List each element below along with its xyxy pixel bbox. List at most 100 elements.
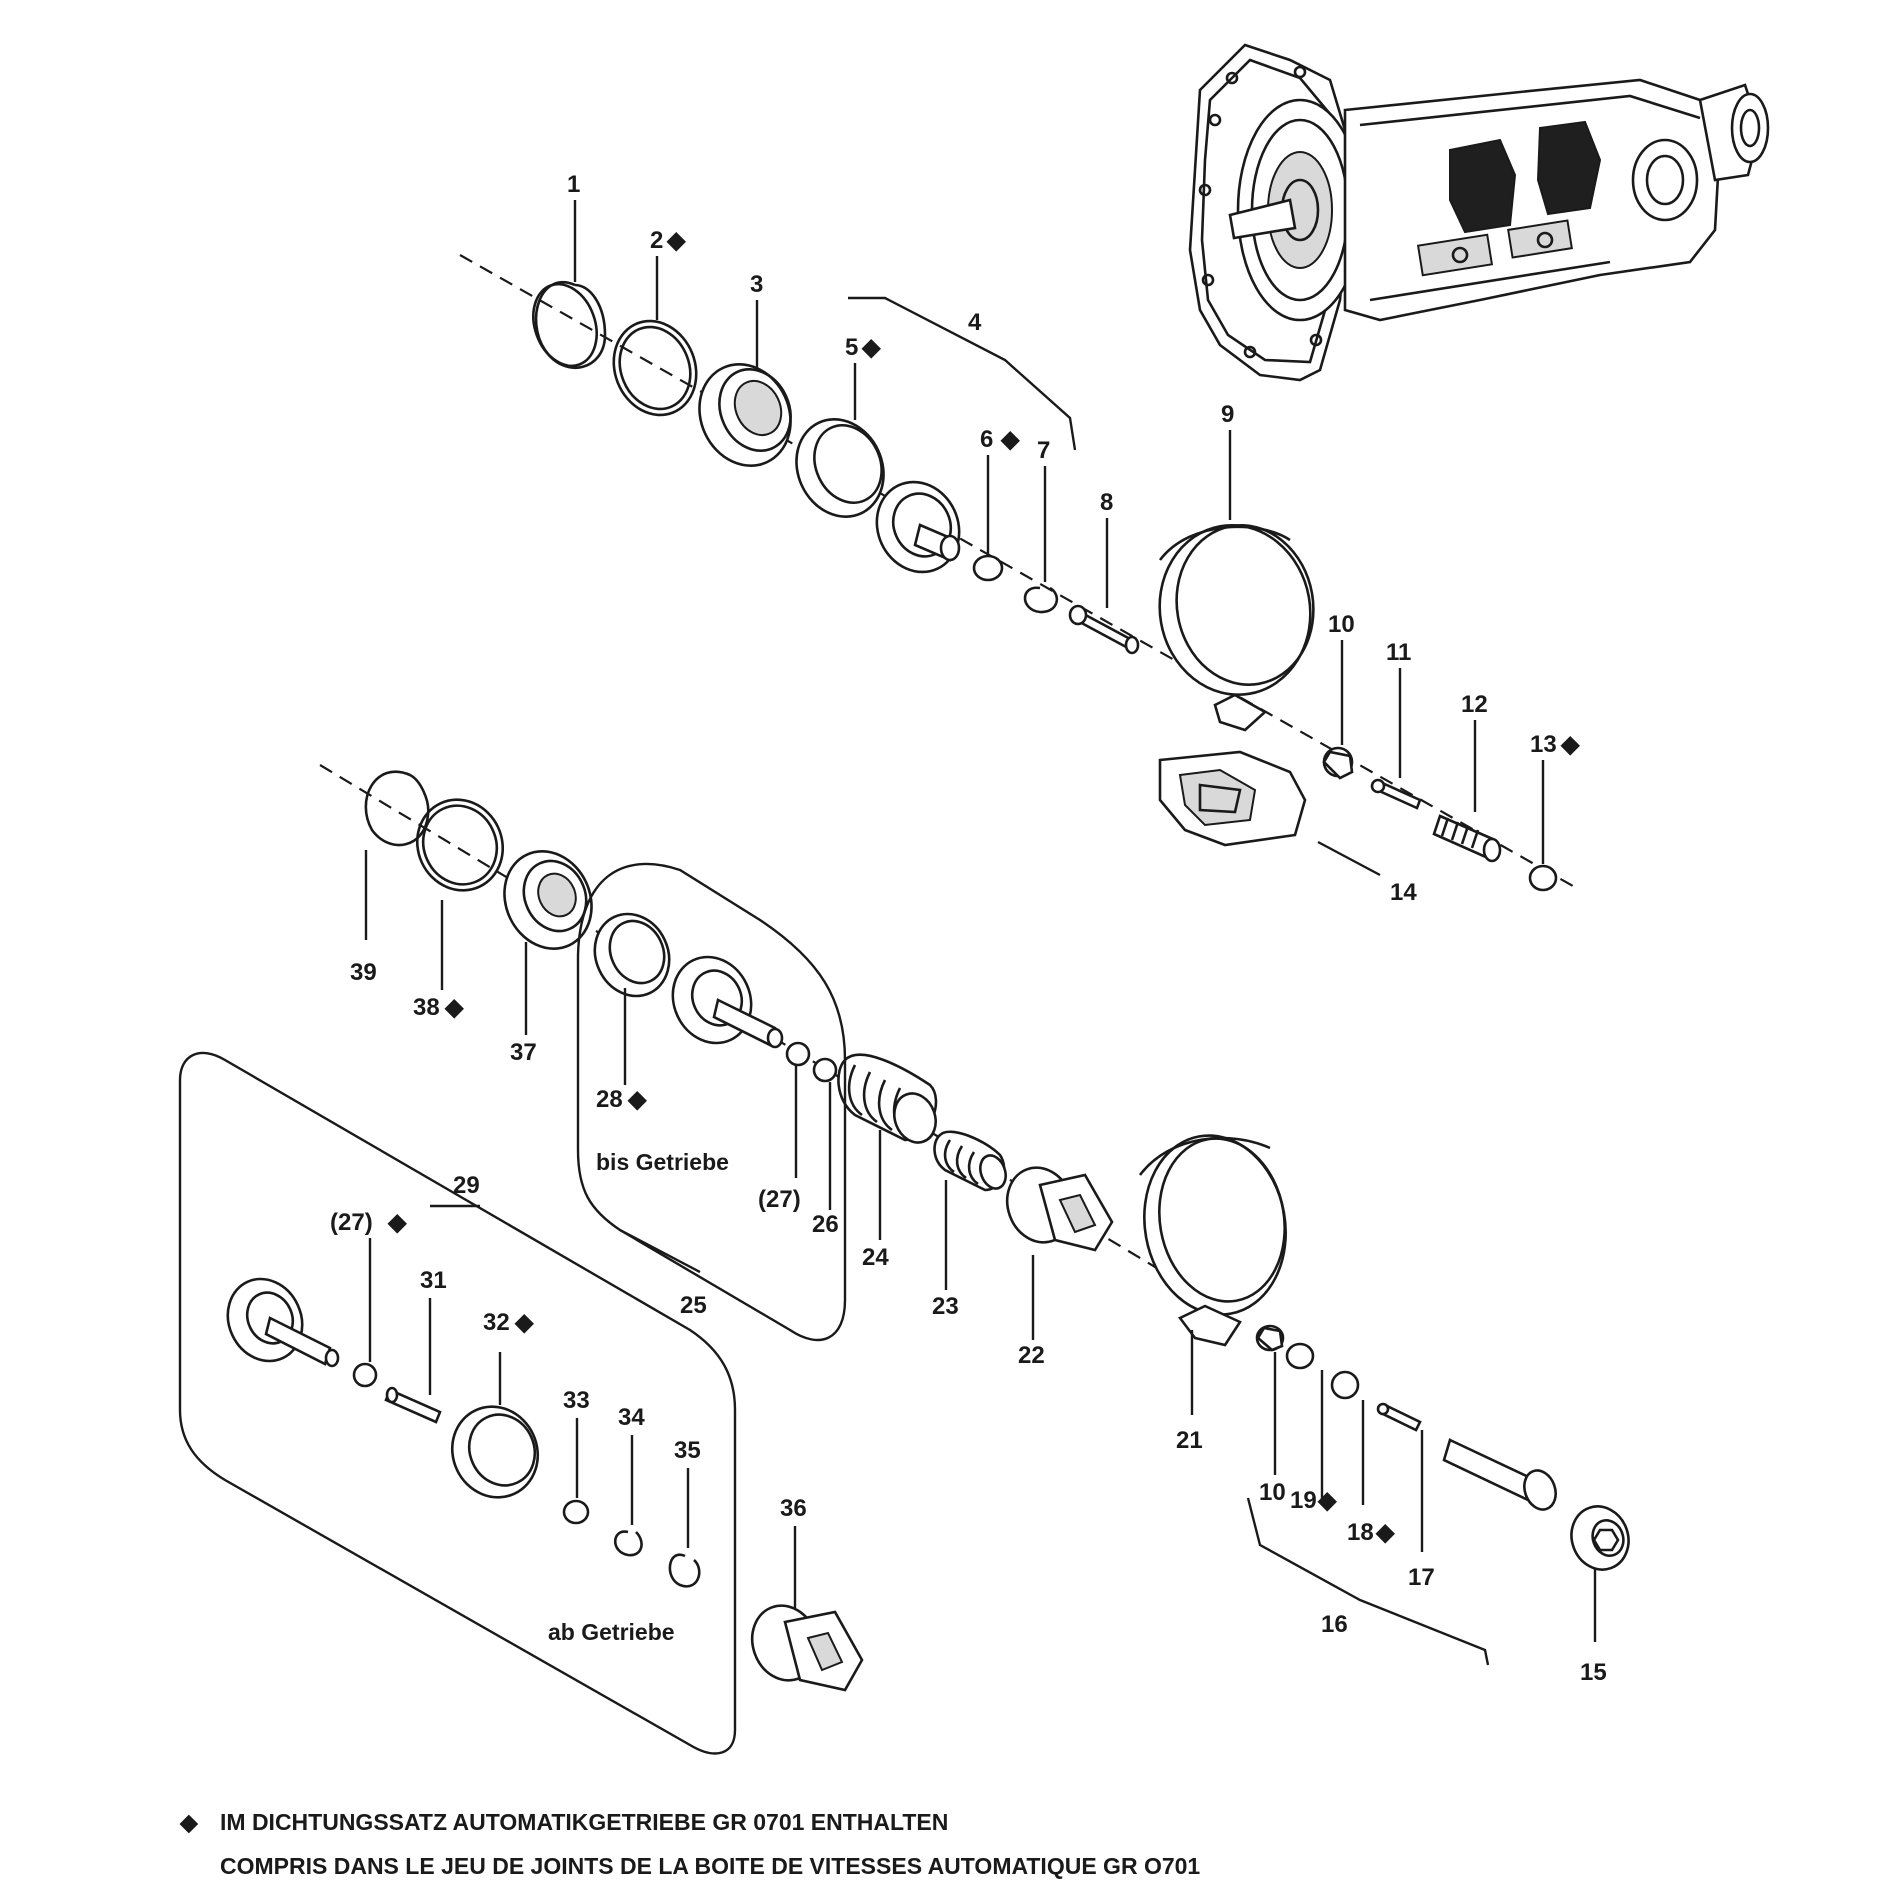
marker-19: ◆	[1317, 1487, 1337, 1514]
part-17-adjusting-screw	[1376, 1402, 1422, 1432]
transmission-housing-illustration	[1188, 43, 1770, 382]
marker-27: ◆	[387, 1209, 407, 1236]
leader-lines	[364, 200, 1597, 1642]
part-13-sealing-washer	[1528, 864, 1558, 892]
part-14-servo-housing	[1158, 750, 1307, 847]
callout-16: 16	[1321, 1611, 1348, 1638]
callout-15: 15	[1580, 1659, 1607, 1686]
callout-9: 9	[1221, 401, 1234, 428]
callout-37: 37	[510, 1039, 537, 1066]
part-27-o-ring	[785, 1041, 811, 1067]
callout-8: 8	[1100, 489, 1113, 516]
callout-25: 25	[680, 1292, 707, 1319]
callout-3: 3	[750, 271, 763, 298]
callout-21: 21	[1176, 1427, 1203, 1454]
footnote-line-1: IM DICHTUNGSSATZ AUTOMATIKGETRIEBE GR 07…	[220, 1809, 948, 1835]
marker-2: ◆	[666, 227, 686, 254]
part-4-servo-piston	[875, 480, 961, 574]
callout-23: 23	[932, 1293, 959, 1320]
callout-33: 33	[563, 1387, 590, 1414]
part-2-seal-ring	[612, 319, 698, 417]
part-35-snap-ring	[668, 1553, 701, 1588]
callout-10-lower: 10	[1259, 1479, 1286, 1506]
part-12-valve-plunger	[1432, 814, 1502, 863]
part-3-servo-cover	[698, 363, 792, 467]
part-39-snap-ring	[364, 770, 430, 847]
callout-34: 34	[618, 1404, 645, 1431]
part-31-pin	[384, 1386, 442, 1424]
valve-plunger-lower	[1442, 1438, 1557, 1511]
item-16-bracket	[1246, 1497, 1490, 1666]
part-7-circlip	[1023, 586, 1059, 614]
callout-7: 7	[1037, 437, 1050, 464]
piston-with-rod-bis-getriebe	[671, 955, 784, 1049]
callout-28: 28	[596, 1086, 623, 1113]
part-38-seal-ring	[415, 798, 505, 892]
upper-assembly-axis	[459, 254, 1581, 891]
part-37-servo-cover	[503, 850, 593, 950]
part-22-servo-cover-plate	[1005, 1166, 1114, 1252]
part-5-piston-seal	[795, 418, 885, 518]
marker-28: ◆	[627, 1086, 647, 1113]
item-4-bracket	[848, 296, 1077, 451]
callout-13: 13	[1530, 731, 1557, 758]
part-24-return-spring	[837, 1053, 938, 1144]
part-1-snap-ring	[532, 281, 607, 369]
footnote-symbol: ◆	[179, 1809, 199, 1835]
callout-31: 31	[420, 1267, 447, 1294]
part-28-piston-seal	[593, 912, 671, 998]
bis-getriebe-outline	[576, 862, 847, 1342]
part-15-screw-plug	[1570, 1505, 1630, 1571]
callout-27-bis: (27)	[758, 1186, 801, 1213]
label-ab-getriebe: ab Getriebe	[548, 1619, 675, 1645]
marker-5: ◆	[861, 334, 881, 361]
part-27-o-ring-ab	[352, 1362, 378, 1388]
footnote: ◆ IM DICHTUNGSSATZ AUTOMATIKGETRIEBE GR …	[179, 1809, 1200, 1879]
part-10-adjuster-nut-lower	[1255, 1324, 1285, 1352]
marker-18: ◆	[1375, 1519, 1395, 1546]
callout-35: 35	[674, 1437, 701, 1464]
callout-24: 24	[862, 1244, 889, 1271]
callout-39: 39	[350, 959, 377, 986]
marker-6: ◆	[1000, 426, 1020, 453]
callout-36: 36	[780, 1495, 807, 1522]
part-34-circlip	[613, 1530, 643, 1557]
part-23-inner-spring	[933, 1130, 1007, 1192]
callout-29: 29	[453, 1172, 480, 1199]
callout-38: 38	[413, 994, 440, 1021]
callout-6: 6	[980, 426, 993, 453]
part-19-sealing-ring	[1285, 1342, 1315, 1370]
ab-getriebe-outline	[178, 1051, 737, 1755]
callout-2: 2	[650, 227, 663, 254]
callout-17: 17	[1408, 1564, 1435, 1591]
callout-32: 32	[483, 1309, 510, 1336]
callout-14: 14	[1390, 879, 1417, 906]
callout-5: 5	[845, 334, 858, 361]
part-26-washer	[812, 1057, 838, 1083]
piston-with-rod-ab-getriebe	[226, 1277, 340, 1368]
label-bis-getriebe: bis Getriebe	[596, 1149, 729, 1175]
callout-27-ab: (27)	[330, 1209, 373, 1236]
part-6-o-ring	[972, 554, 1004, 582]
part-11-adjusting-screw	[1370, 778, 1422, 810]
part-10-adjuster-nut-upper	[1322, 746, 1354, 780]
callout-12: 12	[1461, 691, 1488, 718]
callout-4: 4	[968, 309, 982, 336]
marker-13: ◆	[1560, 731, 1580, 758]
part-32-piston-seal-ab	[450, 1405, 540, 1499]
callout-19: 19	[1290, 1487, 1317, 1514]
part-21-brake-band	[1138, 1134, 1287, 1347]
footnote-line-2: COMPRIS DANS LE JEU DE JOINTS DE LA BOIT…	[220, 1853, 1200, 1879]
callout-18: 18	[1347, 1519, 1374, 1546]
callout-10-upper: 10	[1328, 611, 1355, 638]
callout-11: 11	[1386, 639, 1411, 666]
item-25-bracket	[619, 1228, 701, 1274]
marker-38: ◆	[444, 994, 464, 1021]
marker-32: ◆	[514, 1309, 534, 1336]
callout-labels: 1 2 ◆ 3 4 5 ◆ 6 ◆ 7 8 9 10 11 12 13 ◆ 14…	[330, 171, 1607, 1686]
part-36-servo-cover-plate	[750, 1604, 864, 1692]
part-33-washer	[562, 1499, 590, 1525]
callout-1: 1	[567, 171, 580, 198]
part-18-sealing-ring	[1330, 1370, 1360, 1400]
